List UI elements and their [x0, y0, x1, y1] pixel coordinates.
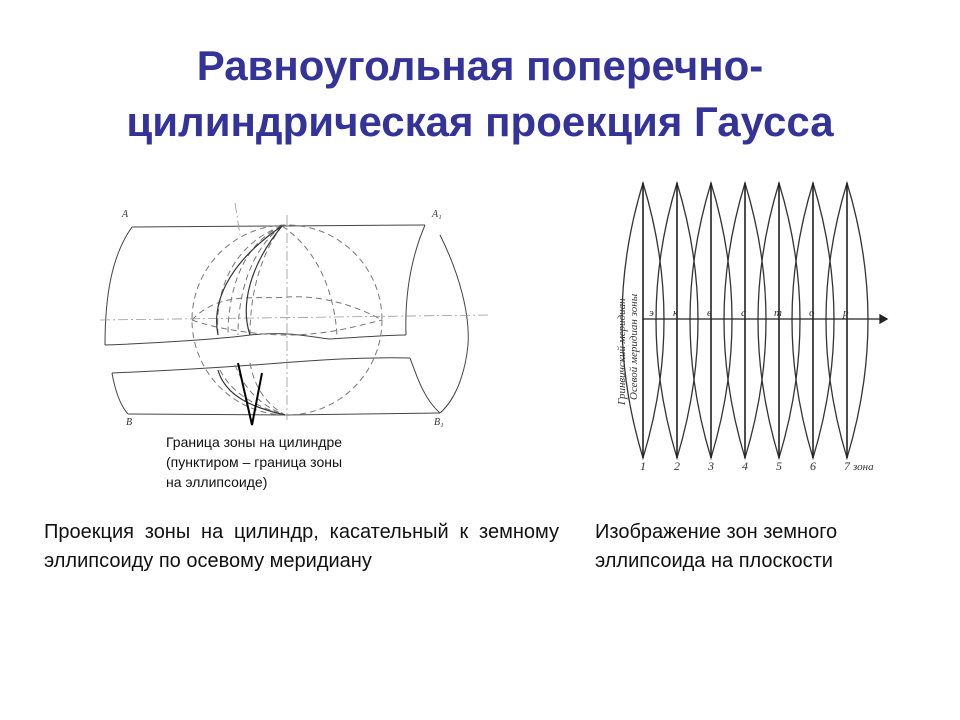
zone-number: 1 — [640, 459, 646, 473]
equator-letter: т — [774, 307, 782, 319]
equator-letter: в — [707, 307, 712, 319]
equator-letter: а — [741, 307, 747, 319]
left-figure-caption: Проекция зоны на цилиндр, касательный к … — [44, 521, 559, 572]
zones-on-plane-diagram: Гринвичский меридиан Осевой меридиан зон… — [616, 180, 889, 473]
zone-number: 5 — [776, 459, 782, 473]
callout-line-1: Граница зоны на цилиндре — [166, 434, 343, 450]
greenwich-meridian-label: Гринвичский меридиан — [616, 298, 628, 406]
zone-number: 3 — [707, 459, 714, 473]
zone-number: 2 — [674, 459, 680, 473]
slide-title: Равноугольная поперечно- цилиндрическая … — [0, 38, 960, 150]
label-a1: A₁ — [431, 209, 442, 220]
axial-meridian-label: Осевой меридиан зоны — [628, 293, 640, 400]
cylinder-projection-diagram: A A₁ B B₁ — [100, 202, 489, 428]
equator-letter: к — [673, 307, 679, 319]
right-figure-caption: Изображение зон земного эллипсоида на пл… — [595, 521, 838, 572]
zone-number: 6 — [810, 459, 816, 473]
equator-letter: э — [649, 307, 654, 319]
zone-boundary-callout: Граница зоны на цилиндре (пунктиром – гр… — [166, 432, 406, 492]
label-b: B — [126, 417, 132, 428]
equator-letter: р — [842, 307, 849, 319]
callout-line-2: (пунктиром – граница зоны — [166, 454, 343, 470]
label-b1: B₁ — [434, 417, 444, 428]
callout-line-3: на эллипсоиде) — [166, 474, 268, 490]
zone-word: зона — [852, 461, 874, 473]
label-a: A — [121, 209, 129, 220]
equator-letter: о — [809, 307, 815, 319]
title-line-2: цилиндрическая проекция Гаусса — [126, 98, 834, 145]
zone-number: 4 — [742, 459, 748, 473]
title-line-1: Равноугольная поперечно- — [196, 42, 764, 89]
zone-number: 7 — [844, 459, 851, 473]
